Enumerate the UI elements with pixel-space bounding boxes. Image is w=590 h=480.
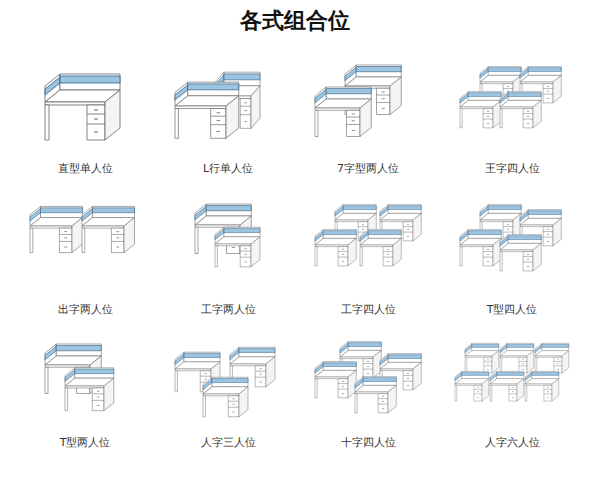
layout-caption: 人字六人位 — [485, 435, 540, 450]
layout-caption: L行单人位 — [203, 161, 253, 176]
layout-caption: 出字两人位 — [58, 302, 113, 317]
layout-caption: 十字四人位 — [341, 435, 396, 450]
layout-caption: 王字四人位 — [485, 161, 540, 176]
layout-caption: 7字型两人位 — [337, 161, 399, 176]
layout-caption: 直型单人位 — [58, 161, 113, 176]
layout-caption: T型两人位 — [60, 435, 111, 450]
layout-caption: T型四人位 — [487, 302, 538, 317]
layout-caption: 工字两人位 — [201, 302, 256, 317]
layout-caption: 工字四人位 — [341, 302, 396, 317]
page-title: 各式组合位 — [240, 6, 350, 36]
layout-caption: 人字三人位 — [201, 435, 256, 450]
